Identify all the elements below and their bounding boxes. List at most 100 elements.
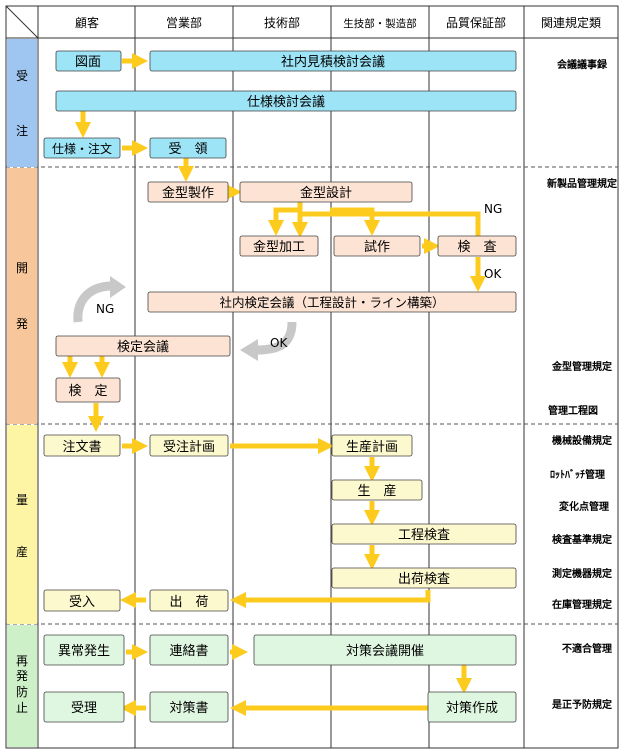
- box-juchuu-keikaku: [149, 434, 229, 457]
- label-shanai-mitsumori: 社内見積検討会議: [281, 54, 385, 70]
- phase-label-order-2: 注: [16, 123, 28, 138]
- arrow-shukka-kensa-to-shukka: [229, 590, 431, 609]
- phase-bands: 受 注 開 発 量 産 再 発 防 止: [7, 39, 37, 747]
- box-shisaku: [333, 235, 421, 257]
- ng-loop-arrowhead: [110, 276, 126, 298]
- box-kanagata-sekkei: [239, 181, 413, 203]
- regulation-item: 不適合管理: [562, 642, 612, 655]
- regulation-item: 変化点管理: [559, 500, 609, 513]
- label-ok-loop: OK: [270, 336, 288, 350]
- box-koutei-kensa: [331, 523, 517, 545]
- regulation-item: 是正予防規定: [551, 698, 612, 711]
- box-ijou-hassei: [43, 634, 125, 666]
- regulation-item: 会議議事録: [557, 58, 608, 71]
- label-ok-kensa: OK: [484, 267, 502, 281]
- label-kensa: 検 査: [457, 240, 496, 255]
- process-boxes: [43, 50, 517, 723]
- label-shanai-kentei: 社内検定会議（工程設計・ライン構築）: [219, 295, 444, 310]
- label-taisaku-sakusei: 対策作成: [446, 700, 498, 716]
- regulation-item: 検査基準規定: [552, 533, 612, 546]
- box-zumen: [55, 50, 122, 72]
- regulation-item: 在庫管理規定: [552, 598, 612, 611]
- header-quality: 品質保証部: [446, 15, 506, 30]
- label-shukka-kensa: 出荷検査: [398, 572, 450, 587]
- box-shiyou-kentou: [55, 90, 517, 112]
- arrow-sekkei-to-kakou: [267, 202, 303, 237]
- ok-loop-arrowhead: [240, 339, 258, 361]
- header-regulations: 関連規定類: [541, 15, 601, 30]
- label-ng-kensa: NG: [484, 202, 502, 216]
- label-kanagata-sekkei: 金型設計: [300, 185, 352, 201]
- box-seisan-keikaku: [331, 434, 413, 457]
- box-shanai-mitsumori: [149, 50, 517, 72]
- phase-band-order: [7, 39, 37, 167]
- label-taisaku-kaigi: 対策会議開催: [346, 643, 424, 659]
- label-kanagata-seisaku: 金型製作: [162, 185, 214, 201]
- phase-band-mass-production: [7, 425, 37, 624]
- box-shukka: [149, 589, 229, 612]
- label-juri: 受理: [71, 701, 97, 716]
- label-chuumonsho: 注文書: [62, 440, 101, 455]
- phase-band-recurrence-prevention: [7, 625, 37, 747]
- header-customer: 顧客: [75, 15, 99, 30]
- label-shiyou-kentou: 仕様検討会議: [247, 94, 325, 110]
- ok-loop-arrow: [255, 321, 297, 355]
- regulation-item: 機械設備規定: [552, 434, 612, 447]
- box-juryou: [149, 137, 227, 159]
- box-taisaku-kaigi: [253, 634, 517, 666]
- box-juri: [43, 691, 125, 723]
- ng-loop-arrow: [73, 281, 113, 323]
- label-seisan-keikaku: 生産計画: [346, 439, 398, 455]
- label-kentei-kaigi: 検定会議: [117, 340, 169, 355]
- label-seisan: 生 産: [357, 483, 396, 499]
- loop-arrows: [73, 276, 297, 361]
- box-labels: 図面 社内見積検討会議 仕様検討会議 仕様・注文 受 領 金型製作 金型設計 金…: [52, 54, 498, 716]
- label-ukeire: 受入: [69, 595, 95, 610]
- arrow-sekkei-to-shisaku: [330, 207, 381, 237]
- regulation-item: 測定機器規定: [552, 567, 612, 580]
- box-kentei-kaigi: [55, 335, 231, 357]
- box-ukeire: [43, 589, 121, 612]
- box-kensa: [437, 235, 517, 257]
- phase-label-mass-2: 産: [16, 544, 28, 559]
- label-shisaku: 試作: [364, 239, 390, 255]
- phase-label-dev-2: 発: [16, 317, 28, 331]
- box-kanagata-seisaku: [147, 181, 229, 203]
- box-taisaku-sakusei: [427, 691, 517, 723]
- label-taisakusho: 対策書: [169, 700, 208, 716]
- box-shiyou-chuumon: [43, 137, 121, 159]
- box-kentei: [55, 377, 121, 403]
- phase-label-mass-1: 量: [16, 493, 28, 507]
- label-juchuu-keikaku: 受注計画: [163, 439, 215, 455]
- label-koutei-kensa: 工程検査: [398, 528, 450, 543]
- box-kanagata-kakou: [239, 235, 319, 257]
- regulation-item: 管理工程図: [548, 404, 598, 417]
- phase-label-prev-2: 発: [16, 669, 28, 683]
- arrow-kensa-ng-loop: [291, 211, 481, 239]
- box-chuumonsho: [43, 434, 121, 457]
- label-ijou-hassei: 異常発生: [58, 644, 110, 659]
- regulation-item: ﾛｯﾄﾊﾞｯﾁ管理: [550, 468, 605, 481]
- phase-label-prev-1: 再: [16, 654, 28, 668]
- label-kanagata-kakou: 金型加工: [253, 239, 305, 255]
- box-renrakusho: [149, 634, 229, 666]
- box-taisakusho: [149, 691, 229, 723]
- box-seisan: [331, 479, 423, 501]
- header-sales: 営業部: [166, 15, 202, 30]
- label-juryou: 受 領: [168, 141, 207, 157]
- label-shiyou-chuumon: 仕様・注文: [52, 141, 112, 156]
- box-shukka-kensa: [331, 567, 517, 589]
- label-zumen: 図面: [75, 55, 101, 70]
- decision-labels: NG OK NG OK: [96, 202, 502, 350]
- phase-label-order-1: 受: [16, 69, 28, 83]
- header-production: 生技部・製造部: [343, 17, 417, 30]
- box-shanai-kentei: [147, 291, 517, 313]
- label-shukka: 出 荷: [169, 595, 208, 610]
- label-renrakusho: 連絡書: [169, 643, 208, 659]
- phase-label-prev-3: 防: [16, 684, 28, 699]
- regulation-item: 金型管理規定: [551, 360, 612, 373]
- flow-arrows: [61, 52, 487, 717]
- regulations-list: 会議議事録 新製品管理規定 金型管理規定 管理工程図 機械設備規定 ﾛｯﾄﾊﾞｯ…: [547, 58, 617, 711]
- phase-label-dev-1: 開: [16, 261, 28, 275]
